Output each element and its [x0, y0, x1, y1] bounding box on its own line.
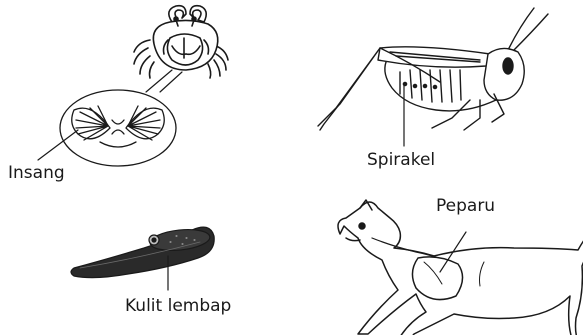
grasshopper-drawing	[318, 8, 548, 130]
label-spirakel: Spirakel	[367, 150, 435, 170]
label-insang: Insang	[8, 163, 65, 183]
label-peparu: Peparu	[436, 196, 495, 216]
crab-drawing	[134, 6, 228, 78]
label-kulit-lembap: Kulit lembap	[125, 296, 231, 316]
gills-closeup	[60, 90, 176, 166]
crab-callout-lines	[146, 70, 182, 92]
leech-drawing	[71, 227, 214, 278]
cat-drawing	[338, 200, 583, 335]
